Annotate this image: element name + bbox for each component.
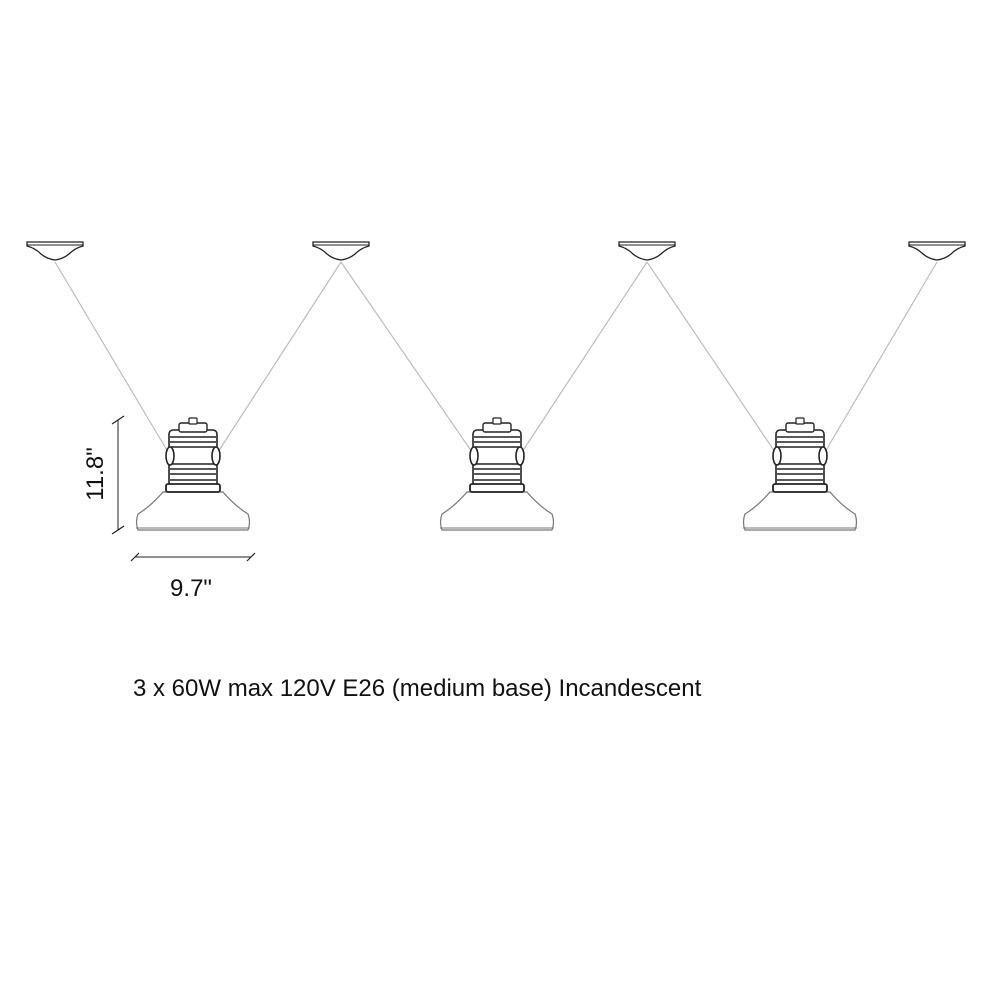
suspension-cable: [217, 261, 342, 453]
lamp-shade: [742, 491, 858, 531]
dimension-lines: [111, 415, 256, 562]
socket-finial: [188, 417, 198, 425]
height-tick-top: [111, 415, 125, 425]
socket-knob: [211, 446, 221, 466]
socket-collar: [165, 483, 221, 493]
socket-knob: [469, 446, 479, 466]
suspension-cable: [521, 261, 648, 453]
canopy-body: [618, 241, 676, 261]
socket-collar: [772, 483, 828, 493]
ceiling-canopy: [618, 241, 676, 261]
ceiling-canopy: [26, 241, 84, 261]
bulb-specification: 3 x 60W max 120V E26 (medium base) Incan…: [133, 675, 702, 702]
canopy-body: [26, 241, 84, 261]
cables: [54, 261, 938, 453]
pendant-fixture: [439, 417, 555, 531]
ceiling-canopy: [908, 241, 966, 261]
suspension-cable: [646, 261, 776, 453]
lamp-shade: [135, 491, 251, 531]
socket-knob: [515, 446, 525, 466]
height-dimension-label: 11.8": [82, 447, 109, 501]
socket-knob: [165, 446, 175, 466]
socket-finial: [795, 417, 805, 425]
suspension-cable: [340, 261, 473, 453]
canopy-body: [312, 241, 370, 261]
height-tick-bottom: [111, 525, 125, 535]
suspension-cable: [824, 261, 938, 453]
canopy-body: [908, 241, 966, 261]
width-tick-right: [246, 552, 256, 562]
suspension-cable: [54, 261, 169, 453]
ceiling-canopy: [312, 241, 370, 261]
width-dimension-label: 9.7": [170, 575, 212, 602]
socket-knob: [818, 446, 828, 466]
socket-finial: [492, 417, 502, 425]
lamp-shade: [439, 491, 555, 531]
socket-knob: [772, 446, 782, 466]
pendant-fixture: [742, 417, 858, 531]
socket-collar: [469, 483, 525, 493]
pendant-fixture: [135, 417, 251, 531]
width-tick-left: [130, 552, 140, 562]
